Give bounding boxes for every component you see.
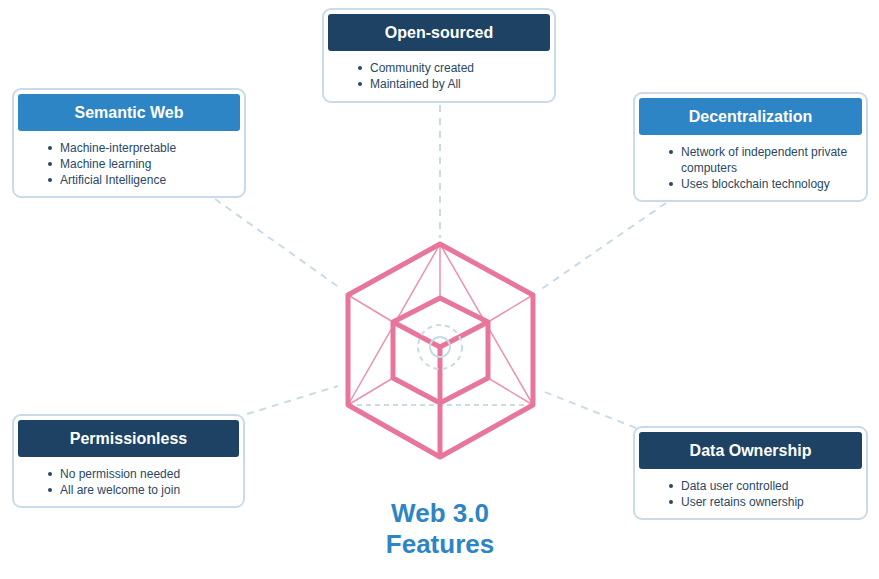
cube-icon <box>348 244 533 457</box>
bullet-item: Data user controlled <box>639 478 862 494</box>
bullet-item: User retains ownership <box>639 494 862 510</box>
bullet-item: Maintained by All <box>328 76 550 92</box>
diagram-title: Web 3.0 Features <box>360 498 520 560</box>
bullet-item: Artificial Intelligence <box>18 172 240 188</box>
feature-heading: Semantic Web <box>18 94 240 131</box>
feature-heading: Open-sourced <box>328 14 550 51</box>
bullet-item: Machine learning <box>18 156 240 172</box>
bullet-item: All are welcome to join <box>18 482 239 498</box>
bullet-item: Uses blockchain technology <box>639 176 862 192</box>
bullet-item: Machine-interpretable <box>18 140 240 156</box>
feature-heading: Permissionless <box>18 420 239 457</box>
leader-lines <box>215 105 666 428</box>
bullet-item: Network of independent private computers <box>639 144 862 176</box>
feature-heading: Data Ownership <box>639 432 862 469</box>
feature-heading: Decentralization <box>639 98 862 135</box>
bullet-item: No permission needed <box>18 466 239 482</box>
feature-box: Open-sourcedCommunity createdMaintained … <box>322 8 556 103</box>
feature-box: DecentralizationNetwork of independent p… <box>633 92 868 202</box>
bullet-item: Community created <box>328 60 550 76</box>
feature-box: Permissionless No permission neededAll ar… <box>12 414 245 508</box>
feature-box: Data OwnershipData user controlledUser r… <box>633 426 868 520</box>
feature-box: Semantic WebMachine-interpretableMachine… <box>12 88 246 198</box>
